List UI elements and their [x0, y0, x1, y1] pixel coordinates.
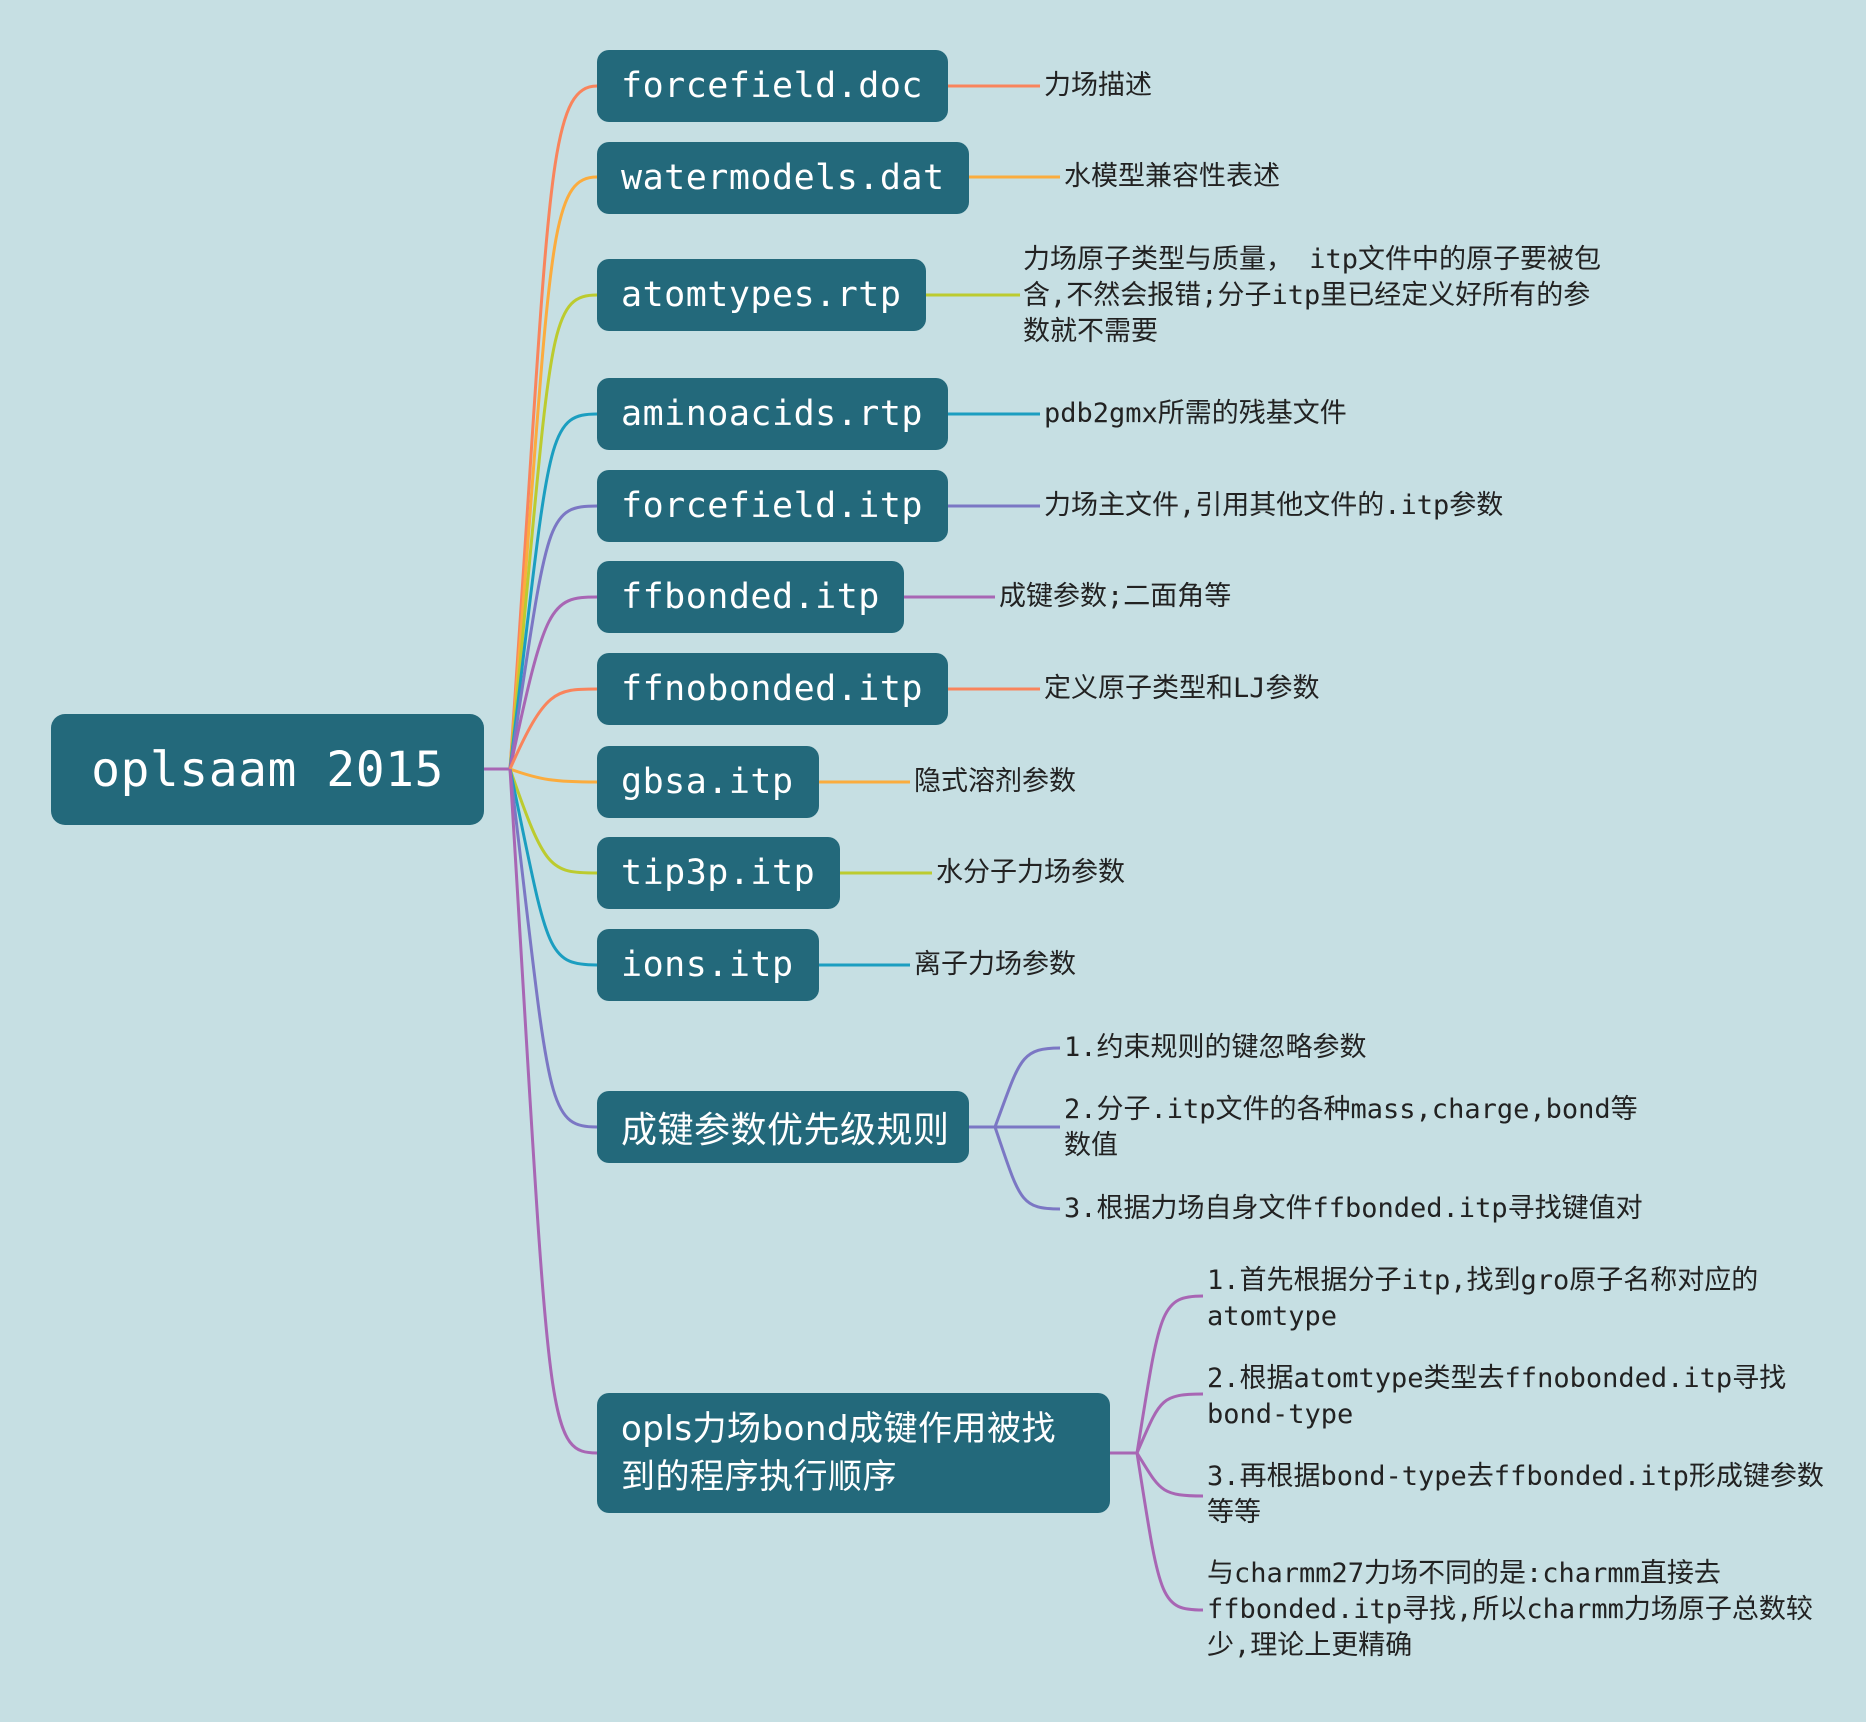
note-gbsa-itp: 隐式溶剂参数 [914, 766, 1076, 797]
node-tip3p-itp[interactable]: tip3p.itp [597, 837, 840, 909]
node-label: ffbonded.itp [621, 577, 880, 617]
note-watermodels-dat: 水模型兼容性表述 [1064, 161, 1280, 192]
lookup-step-2: 2.根据atomtype类型去ffnobonded.itp寻找bond-type [1207, 1363, 1787, 1430]
root-label: oplsaam 2015 [91, 741, 444, 798]
node-opls-bond-lookup-order[interactable]: opls力场bond成键作用被找到的程序执行顺序 [597, 1393, 1110, 1513]
node-bond-priority-rules[interactable]: 成键参数优先级规则 [597, 1091, 969, 1163]
node-ffnobonded-itp[interactable]: ffnobonded.itp [597, 653, 948, 725]
node-label: watermodels.dat [621, 158, 945, 198]
root-node[interactable]: oplsaam 2015 [51, 714, 484, 825]
lookup-step-1: 1.首先根据分子itp,找到gro原子名称对应的atomtype [1207, 1265, 1759, 1332]
node-label: tip3p.itp [621, 853, 816, 893]
note-forcefield-itp: 力场主文件,引用其他文件的.itp参数 [1044, 490, 1504, 521]
node-aminoacids-rtp[interactable]: aminoacids.rtp [597, 378, 948, 450]
node-label: ions.itp [621, 945, 794, 985]
node-watermodels-dat[interactable]: watermodels.dat [597, 142, 969, 214]
node-label: gbsa.itp [621, 762, 794, 802]
lookup-step-3: 3.再根据bond-type去ffbonded.itp形成键参数等等 [1207, 1461, 1824, 1528]
note-aminoacids-rtp: pdb2gmx所需的残基文件 [1044, 398, 1347, 429]
priority-rule-1: 1.约束规则的键忽略参数 [1064, 1032, 1367, 1063]
node-ffbonded-itp[interactable]: ffbonded.itp [597, 561, 904, 633]
node-forcefield-doc[interactable]: forcefield.doc [597, 50, 948, 122]
node-ions-itp[interactable]: ions.itp [597, 929, 819, 1001]
lookup-note-charmm27: 与charmm27力场不同的是:charmm直接去ffbonded.itp寻找,… [1207, 1558, 1813, 1661]
node-label: aminoacids.rtp [621, 394, 924, 434]
note-atomtypes-rtp: 力场原子类型与质量， itp文件中的原子要被包含,不然会报错;分子itp里已经定… [1023, 244, 1602, 347]
note-ffnobonded-itp: 定义原子类型和LJ参数 [1044, 673, 1320, 704]
node-gbsa-itp[interactable]: gbsa.itp [597, 746, 819, 818]
node-label: forcefield.itp [621, 486, 924, 526]
note-forcefield-doc: 力场描述 [1044, 70, 1152, 101]
node-forcefield-itp[interactable]: forcefield.itp [597, 470, 948, 542]
priority-rule-2: 2.分子.itp文件的各种mass,charge,bond等数值 [1064, 1094, 1638, 1161]
node-label: forcefield.doc [621, 66, 924, 106]
node-atomtypes-rtp[interactable]: atomtypes.rtp [597, 259, 926, 331]
node-label: 成键参数优先级规则 [621, 1110, 950, 1151]
note-ions-itp: 离子力场参数 [914, 949, 1076, 980]
node-label: ffnobonded.itp [621, 669, 924, 709]
priority-rule-3: 3.根据力场自身文件ffbonded.itp寻找键值对 [1064, 1193, 1643, 1224]
node-label: opls力场bond成键作用被找到的程序执行顺序 [621, 1409, 1057, 1497]
note-ffbonded-itp: 成键参数;二面角等 [999, 581, 1232, 612]
note-tip3p-itp: 水分子力场参数 [936, 857, 1125, 888]
node-label: atomtypes.rtp [621, 275, 902, 315]
